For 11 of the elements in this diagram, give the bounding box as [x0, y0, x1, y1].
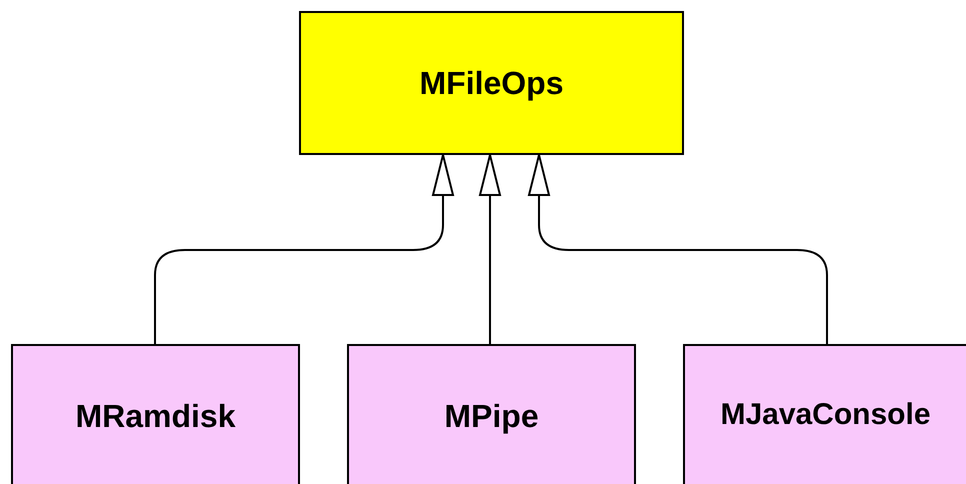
inheritance-arrow	[528, 154, 828, 344]
subclass-box	[11, 344, 300, 484]
inheritance-arrow	[479, 154, 501, 344]
inheritance-arrow	[154, 154, 454, 344]
subclass-box	[683, 344, 966, 484]
class-box	[299, 11, 684, 155]
class-name: MJavaConsole	[720, 398, 931, 432]
class-name: MPipe	[444, 398, 539, 435]
class-name: MRamdisk	[75, 398, 236, 435]
class-name: MFileOps	[419, 64, 564, 102]
subclass-box	[347, 344, 636, 484]
